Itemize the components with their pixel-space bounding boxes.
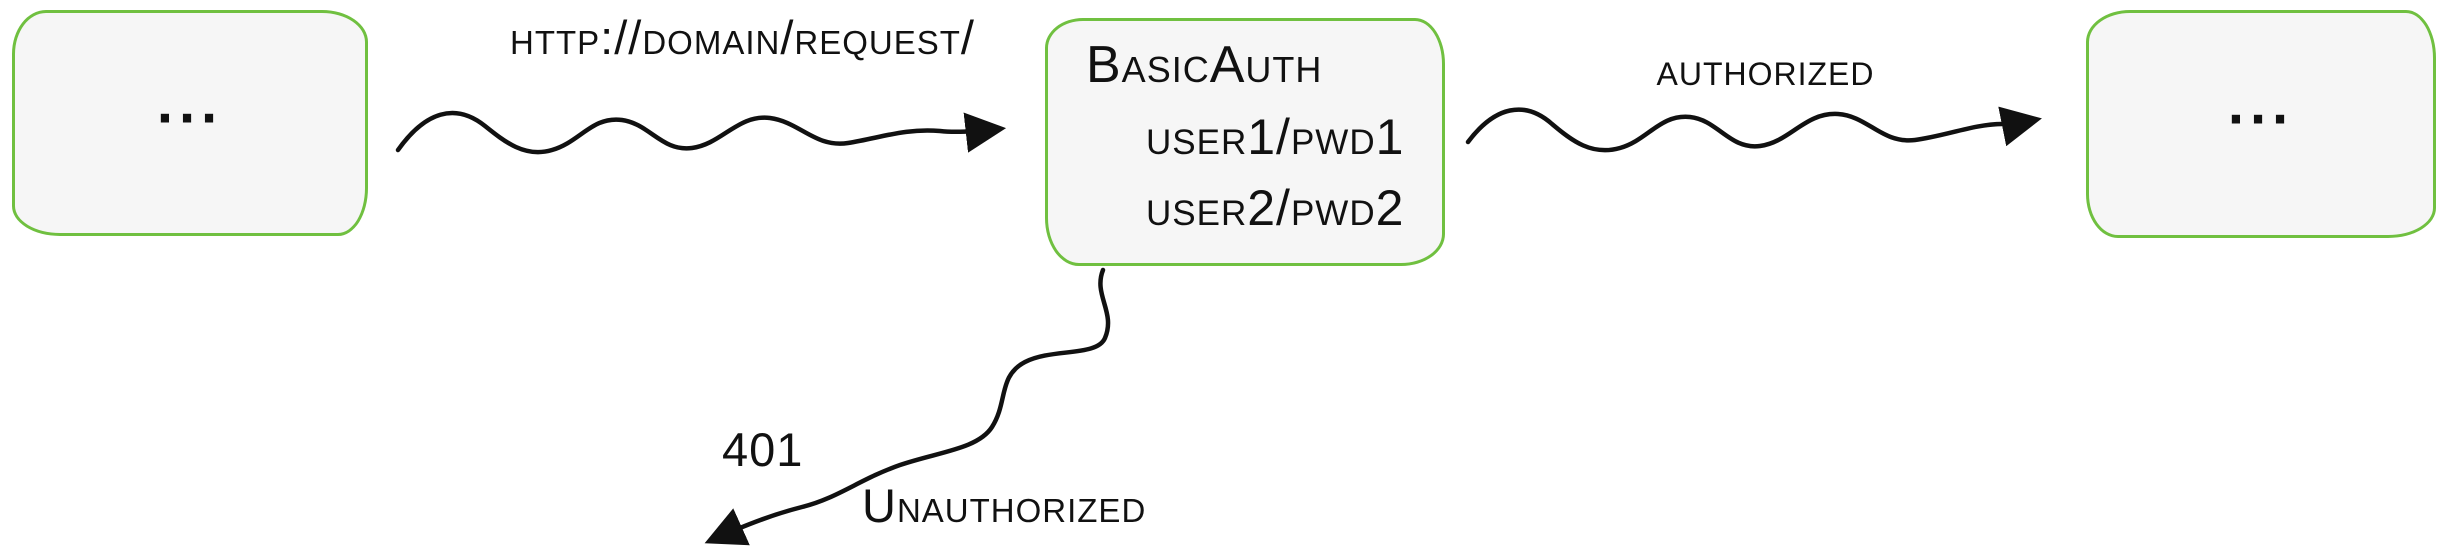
auth-node-title: BasicAuth [1086,36,1323,94]
auth-credential-2: user2/pwd2 [1146,180,1405,237]
auth-credential-1: user1/pwd1 [1146,109,1405,166]
request-url-label: http://domain/request/ [510,11,975,64]
unauthorized-label: Unauthorized [862,479,1147,532]
server-node: ... [2086,10,2436,238]
request-arrow [395,110,1007,155]
status-code-label: 401 [722,423,804,476]
basicauth-node: BasicAuth user1/pwd1 user2/pwd2 [1045,18,1445,266]
authorized-label: authorized [1656,44,1875,95]
authorized-arrow [1465,106,2042,153]
client-node: ... [12,10,368,236]
client-node-label: ... [156,70,224,136]
server-node-label: ... [2227,71,2295,137]
